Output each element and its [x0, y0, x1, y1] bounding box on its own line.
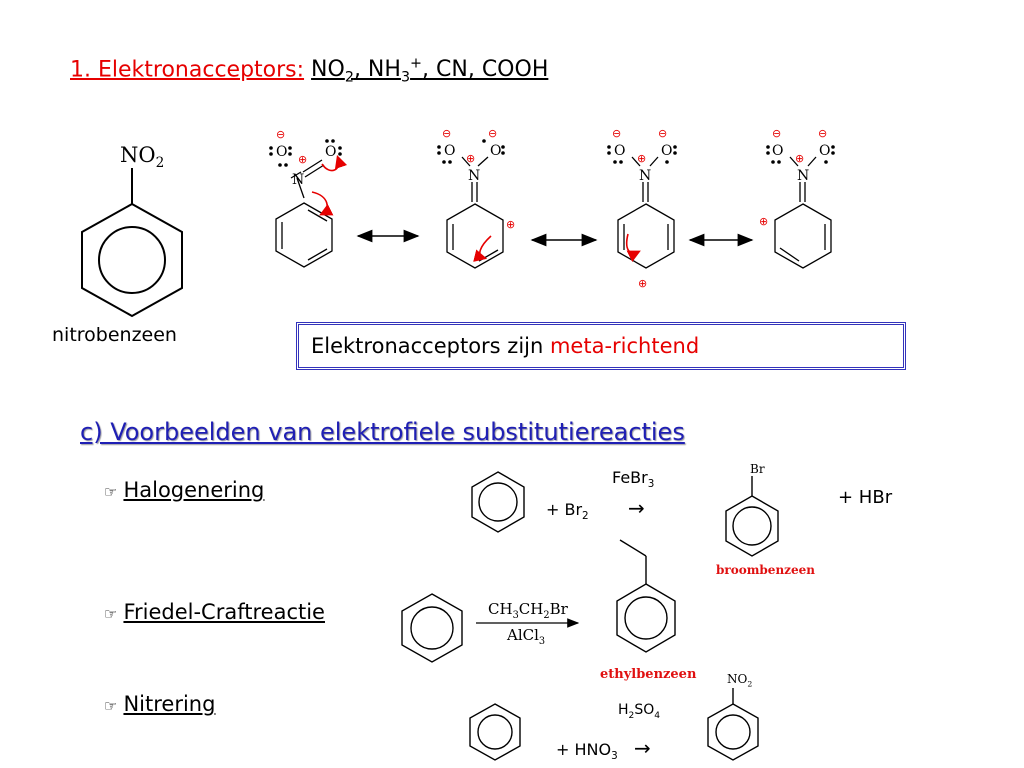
svg-text:O: O	[276, 144, 287, 160]
svg-text:⊕: ⊕	[466, 152, 475, 165]
svg-text:⊖: ⊖	[488, 127, 497, 140]
benzene-reactant-nitration	[469, 703, 521, 761]
halogenation-reagent: + Br2	[546, 500, 589, 523]
svg-text:⊖: ⊖	[442, 127, 451, 140]
svg-text:N: N	[639, 168, 651, 184]
list-item-nitrering: ☞ Nitrering	[104, 692, 215, 716]
lone-pairs	[269, 139, 342, 167]
halogenation-catalyst: FeBr3	[612, 468, 655, 491]
note-text: Elektronacceptors zijn	[311, 334, 550, 358]
reaction-arrow: →	[628, 496, 645, 520]
svg-text:⊖: ⊖	[658, 127, 667, 140]
list-item-friedel-crafts: ☞ Friedel-Craftreactie	[104, 600, 325, 624]
nitro-group-label: NO2	[120, 143, 165, 172]
nitration-catalyst: H2SO4	[618, 702, 661, 721]
note-highlight: meta-richtend	[549, 334, 700, 358]
heading-label: 1. Elektronacceptors:	[70, 57, 305, 83]
svg-text:N: N	[292, 172, 304, 188]
resonance-structure-4	[774, 156, 832, 269]
resonance-structure-3	[617, 156, 675, 269]
nitrobenzene-name: nitrobenzeen	[52, 324, 177, 346]
section-heading-electron-acceptors: 1. Elektronacceptors: NO2, NH3+, CN, COO…	[70, 56, 548, 86]
svg-text:⊖: ⊖	[818, 127, 827, 140]
product-name-broombenzeen: broombenzeen	[716, 563, 815, 577]
svg-text:N: N	[797, 168, 809, 184]
ethylbenzene-structure	[616, 539, 676, 653]
svg-text:⊕: ⊕	[506, 218, 515, 231]
svg-text:⊕: ⊕	[637, 152, 646, 165]
svg-text:O: O	[325, 144, 336, 160]
pointing-hand-icon: ☞	[104, 605, 118, 623]
product-name-ethylbenzeen: ethylbenzeen	[600, 667, 697, 682]
svg-text:⊕: ⊕	[795, 152, 804, 165]
benzene-reactant-halogenation	[471, 471, 525, 533]
nitrobenzene-structure	[81, 168, 183, 318]
friedel-reagent: CH3CH2Br	[488, 600, 568, 621]
svg-text:⊖: ⊖	[772, 127, 781, 140]
heading-groups: NO2, NH3+, CN, COOH	[311, 56, 549, 86]
section-heading-examples: c) Voorbeelden van elektrofiele substitu…	[80, 418, 685, 446]
svg-text:⊖: ⊖	[612, 127, 621, 140]
svg-text:N: N	[468, 168, 480, 184]
svg-text:O: O	[772, 143, 783, 159]
item-label: Halogenering	[123, 478, 265, 502]
meta-directing-note-box: Elektronacceptors zijn meta-richtend	[296, 322, 906, 370]
formal-charges: ⊖⊕	[276, 128, 307, 166]
svg-text:⊕: ⊕	[638, 277, 647, 290]
reaction-arrow: →	[634, 736, 651, 760]
bromo-substituent: Br	[750, 462, 765, 476]
friedel-catalyst: AlCl3	[507, 626, 546, 647]
svg-text:O: O	[490, 143, 501, 159]
resonance-structure-1	[275, 159, 333, 268]
svg-text:⊕: ⊕	[298, 153, 307, 166]
list-item-halogenering: ☞ Halogenering	[104, 478, 264, 502]
nitration-reagent: + HNO3	[556, 740, 618, 763]
nitrobenzene-product	[707, 688, 759, 761]
item-label: Friedel-Craftreactie	[123, 600, 325, 624]
pointing-hand-icon: ☞	[104, 697, 118, 715]
svg-text:O: O	[444, 143, 455, 159]
svg-text:⊖: ⊖	[276, 128, 285, 141]
halogenation-byproduct: + HBr	[838, 487, 893, 508]
item-label: Nitrering	[123, 692, 216, 716]
pointing-hand-icon: ☞	[104, 483, 118, 501]
svg-text:O: O	[661, 143, 672, 159]
svg-text:O: O	[614, 143, 625, 159]
benzene-reactant-friedel	[401, 593, 463, 663]
svg-text:O: O	[819, 143, 830, 159]
svg-text:⊕: ⊕	[759, 215, 768, 228]
bromobenzene-structure	[725, 476, 779, 557]
nitro-substituent: NO2	[727, 672, 753, 689]
resonance-structure-2	[446, 156, 504, 269]
